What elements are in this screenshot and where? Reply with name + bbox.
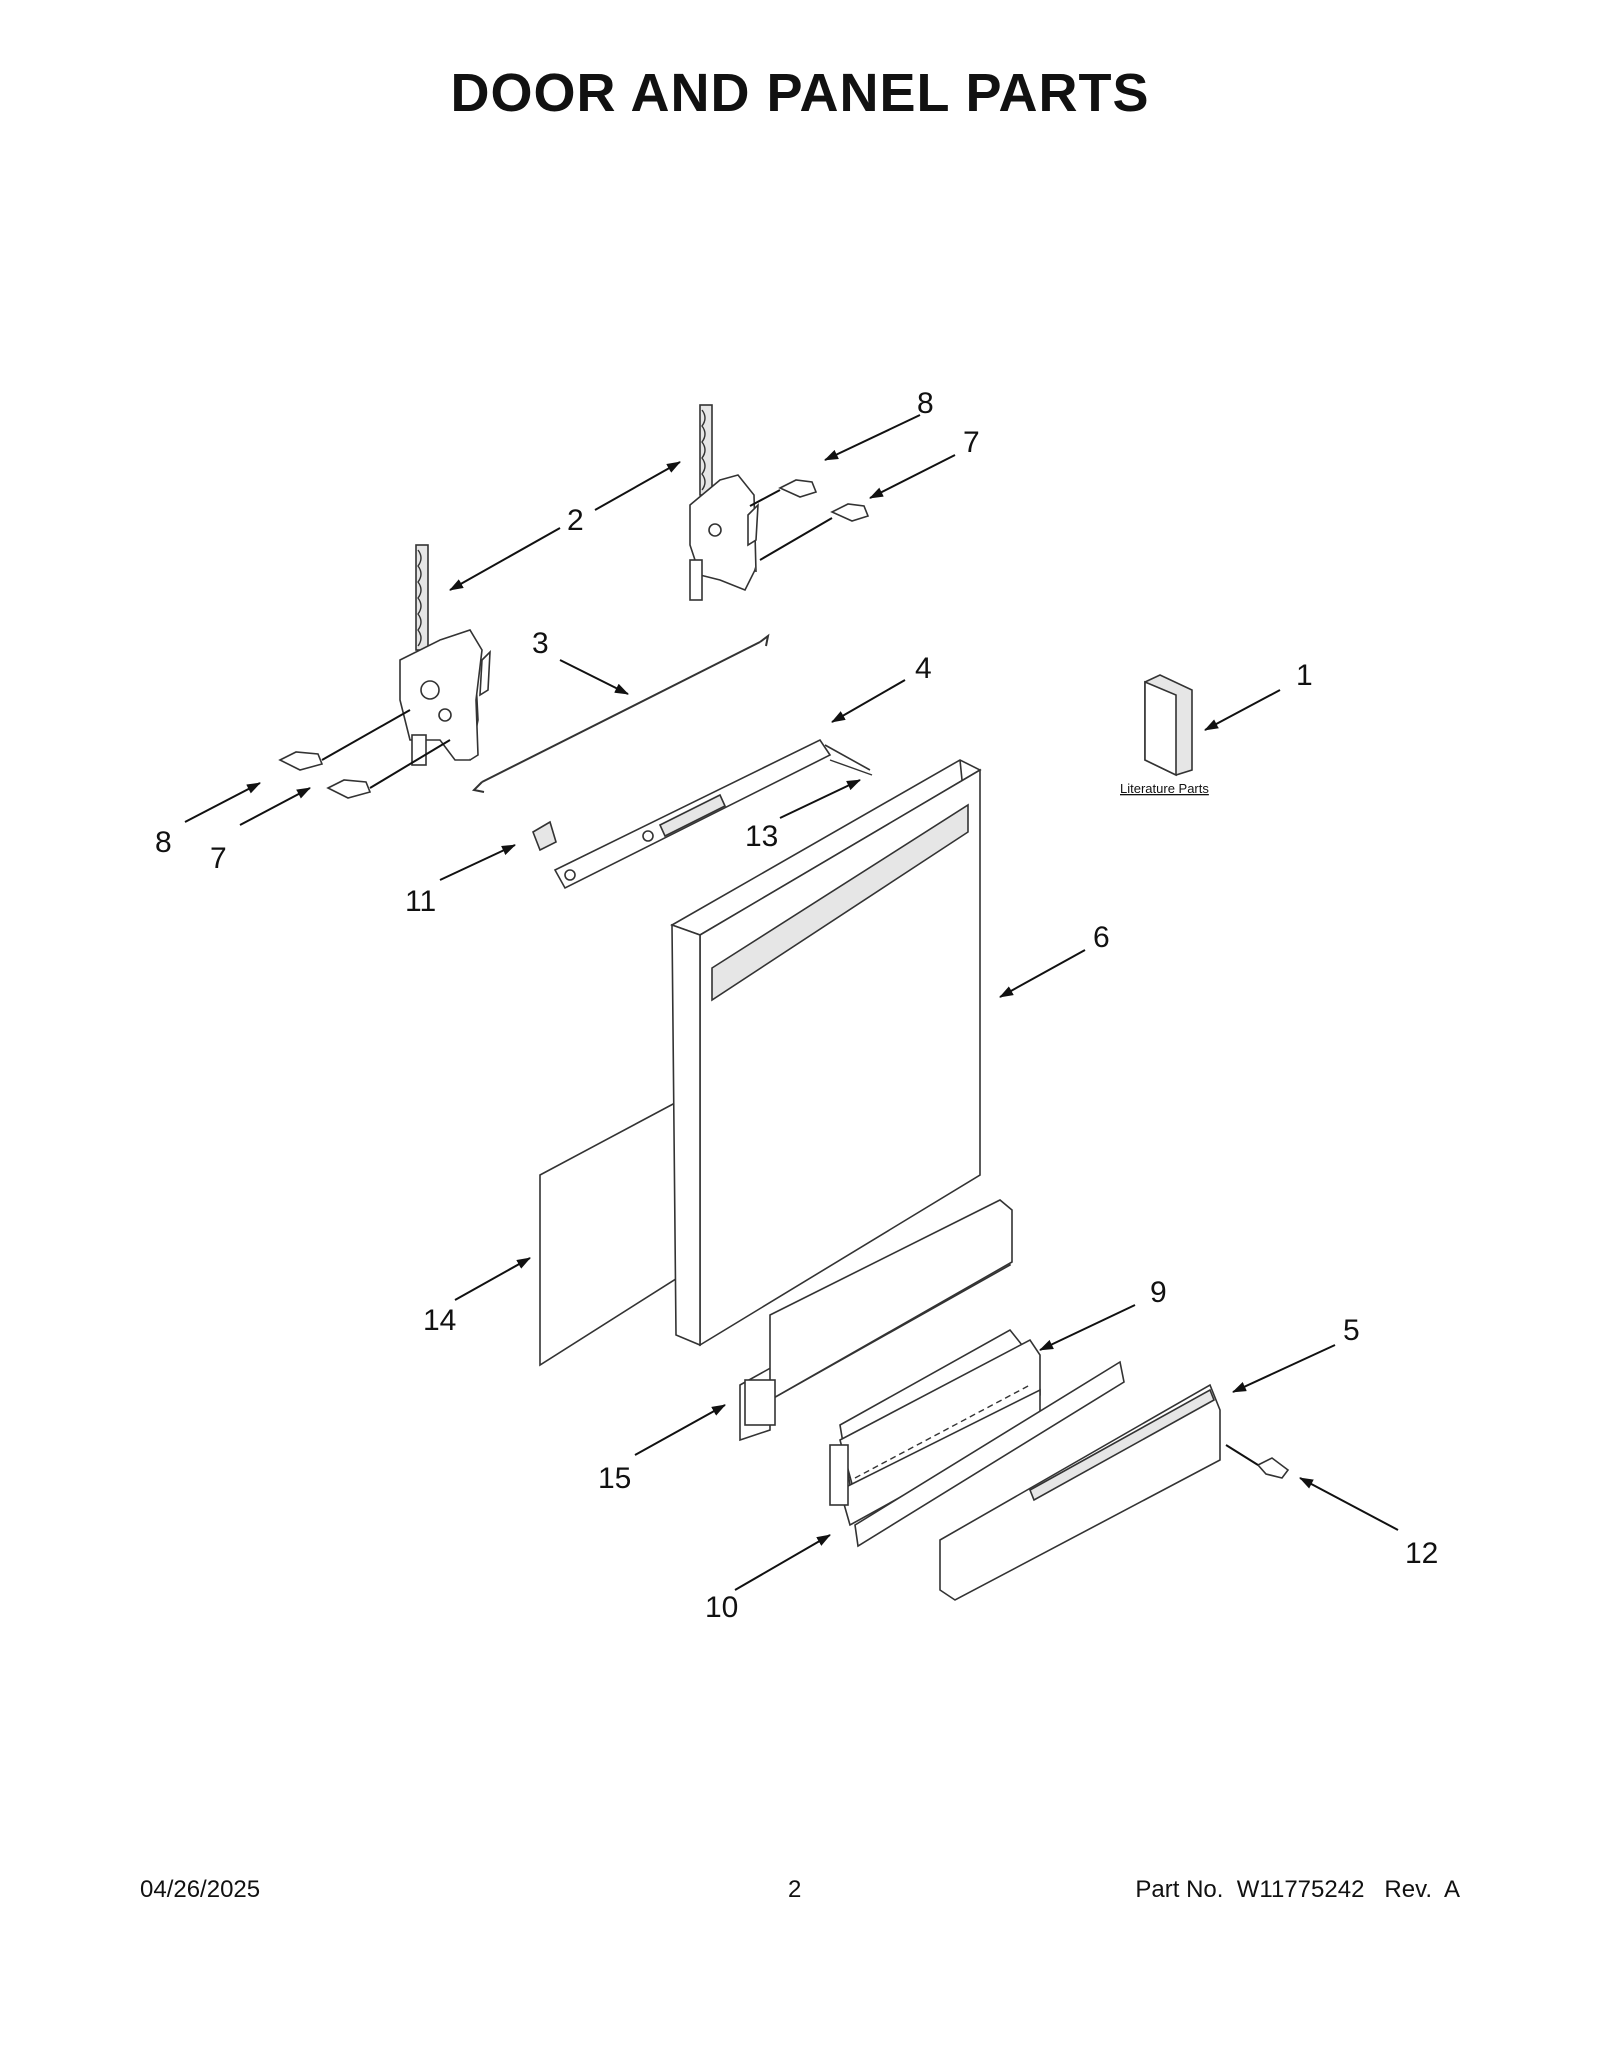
footer-page-number: 2 [788, 1876, 802, 1903]
bracket-part-15 [739, 1199, 1013, 1442]
literature-parts: Literature Parts [1120, 674, 1209, 796]
callout-7-right: 7 [963, 426, 980, 459]
callout-13: 13 [745, 820, 778, 853]
rod-part-3 [471, 633, 770, 793]
callout-6: 6 [1093, 921, 1110, 954]
callout-1: 1 [1296, 659, 1313, 692]
footer-part-number: Part No. W11775242 Rev. A [1135, 1876, 1460, 1903]
callout-4: 4 [915, 652, 932, 685]
leader-arrows [184, 414, 1399, 1591]
strip-part-10 [854, 1360, 1125, 1548]
screw-7-right [759, 503, 870, 561]
switch-part-11 [532, 820, 557, 852]
screw-8-left [278, 709, 411, 771]
callout-numbers: 1 2 3 4 5 6 7 7 8 8 9 10 11 12 13 14 15 [155, 387, 1438, 1624]
callout-8-left: 8 [155, 826, 172, 859]
page-title: DOOR AND PANEL PARTS [450, 63, 1150, 123]
screw-part-12 [1225, 1444, 1290, 1479]
toe-panel-part-5 [939, 1383, 1221, 1601]
wire-part-13 [829, 759, 873, 776]
callout-8-right: 8 [917, 387, 934, 420]
callout-2: 2 [567, 504, 584, 537]
callout-10: 10 [705, 1591, 738, 1624]
right-hinge [689, 404, 759, 601]
callout-14: 14 [423, 1304, 456, 1337]
callout-7-left: 7 [210, 842, 227, 875]
callout-9: 9 [1150, 1276, 1167, 1309]
left-hinge [399, 544, 491, 766]
callout-12: 12 [1405, 1537, 1438, 1570]
panel-sheet-part-14 [539, 1093, 691, 1367]
callout-15: 15 [598, 1462, 631, 1495]
literature-label: Literature Parts [1120, 781, 1209, 796]
door-panel-part-6 [670, 759, 982, 1347]
callout-5: 5 [1343, 1314, 1360, 1347]
screw-7-left [326, 739, 451, 799]
footer-date: 04/26/2025 [140, 1876, 261, 1903]
callout-11: 11 [405, 885, 436, 918]
latch-bar-part-4 [553, 738, 871, 890]
callout-3: 3 [532, 627, 549, 660]
screw-8-right [749, 479, 818, 507]
